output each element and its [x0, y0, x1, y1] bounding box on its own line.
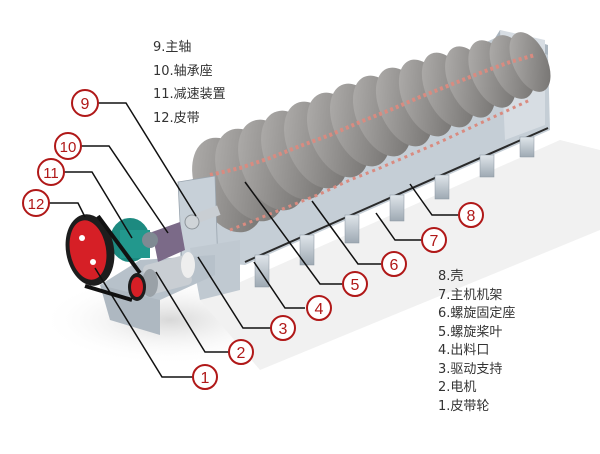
svg-text:10: 10: [60, 139, 77, 156]
leader-line-6: [311, 200, 381, 265]
main-frame: [254, 136, 535, 288]
leader-line-11: [64, 171, 133, 239]
spiral-blades: [192, 32, 551, 233]
callout-12: 12: [22, 189, 50, 217]
main-shaft: [184, 205, 221, 230]
legend-item-1: 1.皮带轮: [438, 398, 490, 414]
svg-text:6: 6: [390, 257, 399, 274]
leader-line-12: [48, 202, 86, 218]
legend-item-2: 2.电机: [438, 380, 477, 395]
legend-item-10: 10.轴承座: [153, 63, 213, 79]
callout-1: 1: [192, 364, 218, 390]
motor: [142, 252, 195, 297]
svg-text:3: 3: [279, 321, 288, 338]
leader-line-2: [155, 271, 229, 353]
legend-item-8: 8.壳: [438, 269, 464, 284]
callout-5: 5: [342, 271, 368, 297]
legend-item-7: 7.主机机架: [438, 287, 503, 303]
legend-item-9: 9.主轴: [153, 40, 192, 55]
leader-line-1: [94, 267, 193, 378]
reducer: [110, 218, 158, 262]
leader-line-10: [81, 145, 169, 234]
legend-item-4: 4.出料口: [438, 343, 490, 358]
bearing-housing: [152, 222, 185, 262]
callout-6: 6: [381, 251, 407, 277]
leader-line-7: [375, 212, 422, 241]
svg-text:4: 4: [315, 301, 324, 318]
callout-3: 3: [270, 315, 296, 341]
legend-item-5: 5.螺旋桨叶: [438, 324, 503, 340]
svg-text:9: 9: [81, 96, 90, 113]
leader-line-8: [409, 183, 458, 216]
callout-9: 9: [71, 89, 99, 117]
callout-4: 4: [306, 295, 332, 321]
svg-text:5: 5: [351, 277, 360, 294]
leader-lines: [48, 102, 458, 378]
legend-item-3: 3.驱动支持: [438, 361, 503, 377]
legend-item-11: 11.减速装置: [153, 87, 226, 102]
leader-line-3: [197, 256, 271, 329]
svg-text:12: 12: [28, 196, 45, 213]
svg-text:1: 1: [201, 370, 210, 387]
callout-11: 11: [37, 158, 65, 186]
callout-2: 2: [228, 339, 254, 365]
leader-line-4: [253, 261, 305, 309]
legend-top: 9.主轴 10.轴承座 11.减速装置 12.皮带: [153, 36, 226, 130]
leader-line-5: [244, 181, 342, 285]
legend-item-12: 12.皮带: [153, 110, 200, 126]
legend-bottom: 8.壳 7.主机机架 6.螺旋固定座 5.螺旋桨叶 4.出料口 3.驱动支持 2…: [438, 268, 515, 416]
svg-text:2: 2: [237, 345, 246, 362]
svg-text:7: 7: [430, 233, 439, 250]
belt-and-pulleys: [65, 214, 146, 302]
callout-7: 7: [421, 227, 447, 253]
callout-8: 8: [458, 202, 484, 228]
callout-markers: 9 10 11 12 1 2 3 4 5 6 7 8: [22, 89, 484, 390]
leader-line-9: [98, 102, 197, 217]
callout-10: 10: [54, 132, 82, 160]
svg-text:11: 11: [43, 165, 59, 182]
svg-text:8: 8: [467, 208, 476, 225]
legend-item-6: 6.螺旋固定座: [438, 306, 516, 321]
